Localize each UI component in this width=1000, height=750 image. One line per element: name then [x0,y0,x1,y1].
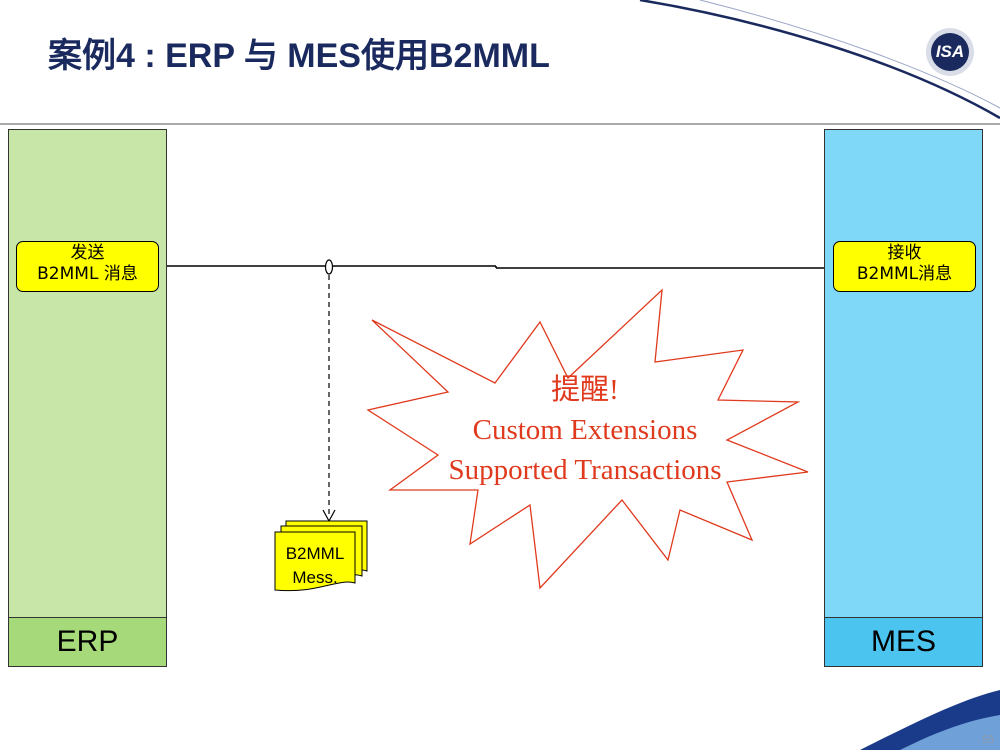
mes-swimlane [824,129,983,667]
callout-burst [366,288,809,590]
receive-box-line1: 接收 [887,243,922,263]
mes-lane-label: MES [824,617,983,667]
callout-line3: Supported Transactions [448,454,722,486]
send-message-box: 发送 B2MML 消息 [16,241,159,292]
callout-line1: 提醒! [551,374,619,406]
isa-logo-text: ISA [935,42,965,61]
receive-message-box: 接收 B2MML消息 [833,241,976,292]
send-box-line2: B2MML 消息 [37,264,138,284]
slide-title: 案例4 : ERP 与 MES使用B2MML [48,37,550,75]
header-swoosh-thin [699,0,1000,109]
message-flow-arrow [159,263,834,273]
receive-box-line2: B2MML消息 [856,264,953,284]
erp-lane-label: ERP [8,617,167,667]
document-label-line2: Mess. [292,568,338,587]
footer-swoosh-light [900,715,1000,750]
callout-text: 提醒! Custom Extensions Supported Transact… [400,370,770,490]
document-stack-icon [274,520,368,592]
isa-logo [926,28,974,76]
branch-node [324,259,334,275]
erp-swimlane [8,129,167,667]
header-swoosh [639,0,1000,120]
document-label: B2MML Mess. [272,542,358,590]
dashed-connector [322,275,336,523]
page-number: 55 [982,732,994,746]
document-label-line1: B2MML [285,544,345,563]
send-box-line1: 发送 [70,243,105,263]
callout-line2: Custom Extensions [472,414,698,446]
